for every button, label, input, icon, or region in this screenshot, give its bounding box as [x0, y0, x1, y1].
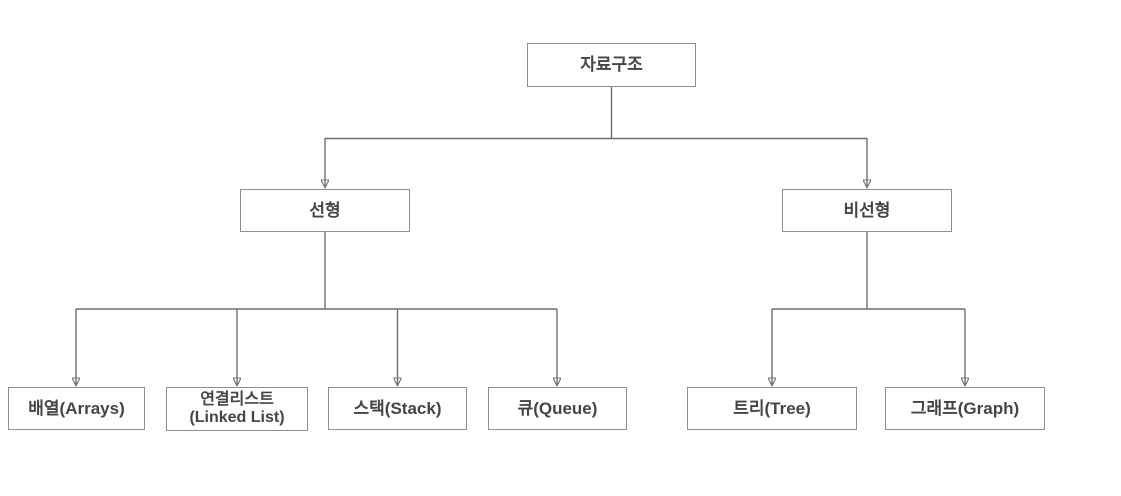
node-stack-label: 스택(Stack) [353, 398, 442, 418]
node-nonlinear: 비선형 [782, 189, 952, 232]
node-linear-label: 선형 [309, 200, 341, 220]
node-tree-label: 트리(Tree) [733, 398, 811, 418]
node-queue-label: 큐(Queue) [517, 398, 598, 418]
node-arrays: 배열(Arrays) [8, 387, 145, 430]
node-linked-list: 연결리스트 (Linked List) [166, 387, 308, 431]
node-data-structure: 자료구조 [527, 43, 696, 87]
node-linked-list-label-line1: 연결리스트 [200, 390, 274, 408]
node-linear: 선형 [240, 189, 410, 232]
node-stack: 스택(Stack) [328, 387, 467, 430]
node-queue: 큐(Queue) [488, 387, 627, 430]
node-graph-label: 그래프(Graph) [910, 398, 1020, 418]
node-linked-list-label-line2: (Linked List) [189, 409, 285, 426]
node-tree: 트리(Tree) [687, 387, 857, 430]
node-arrays-label: 배열(Arrays) [28, 398, 125, 418]
node-nonlinear-label: 비선형 [843, 200, 891, 220]
node-graph: 그래프(Graph) [885, 387, 1045, 430]
node-data-structure-label: 자료구조 [580, 55, 643, 75]
